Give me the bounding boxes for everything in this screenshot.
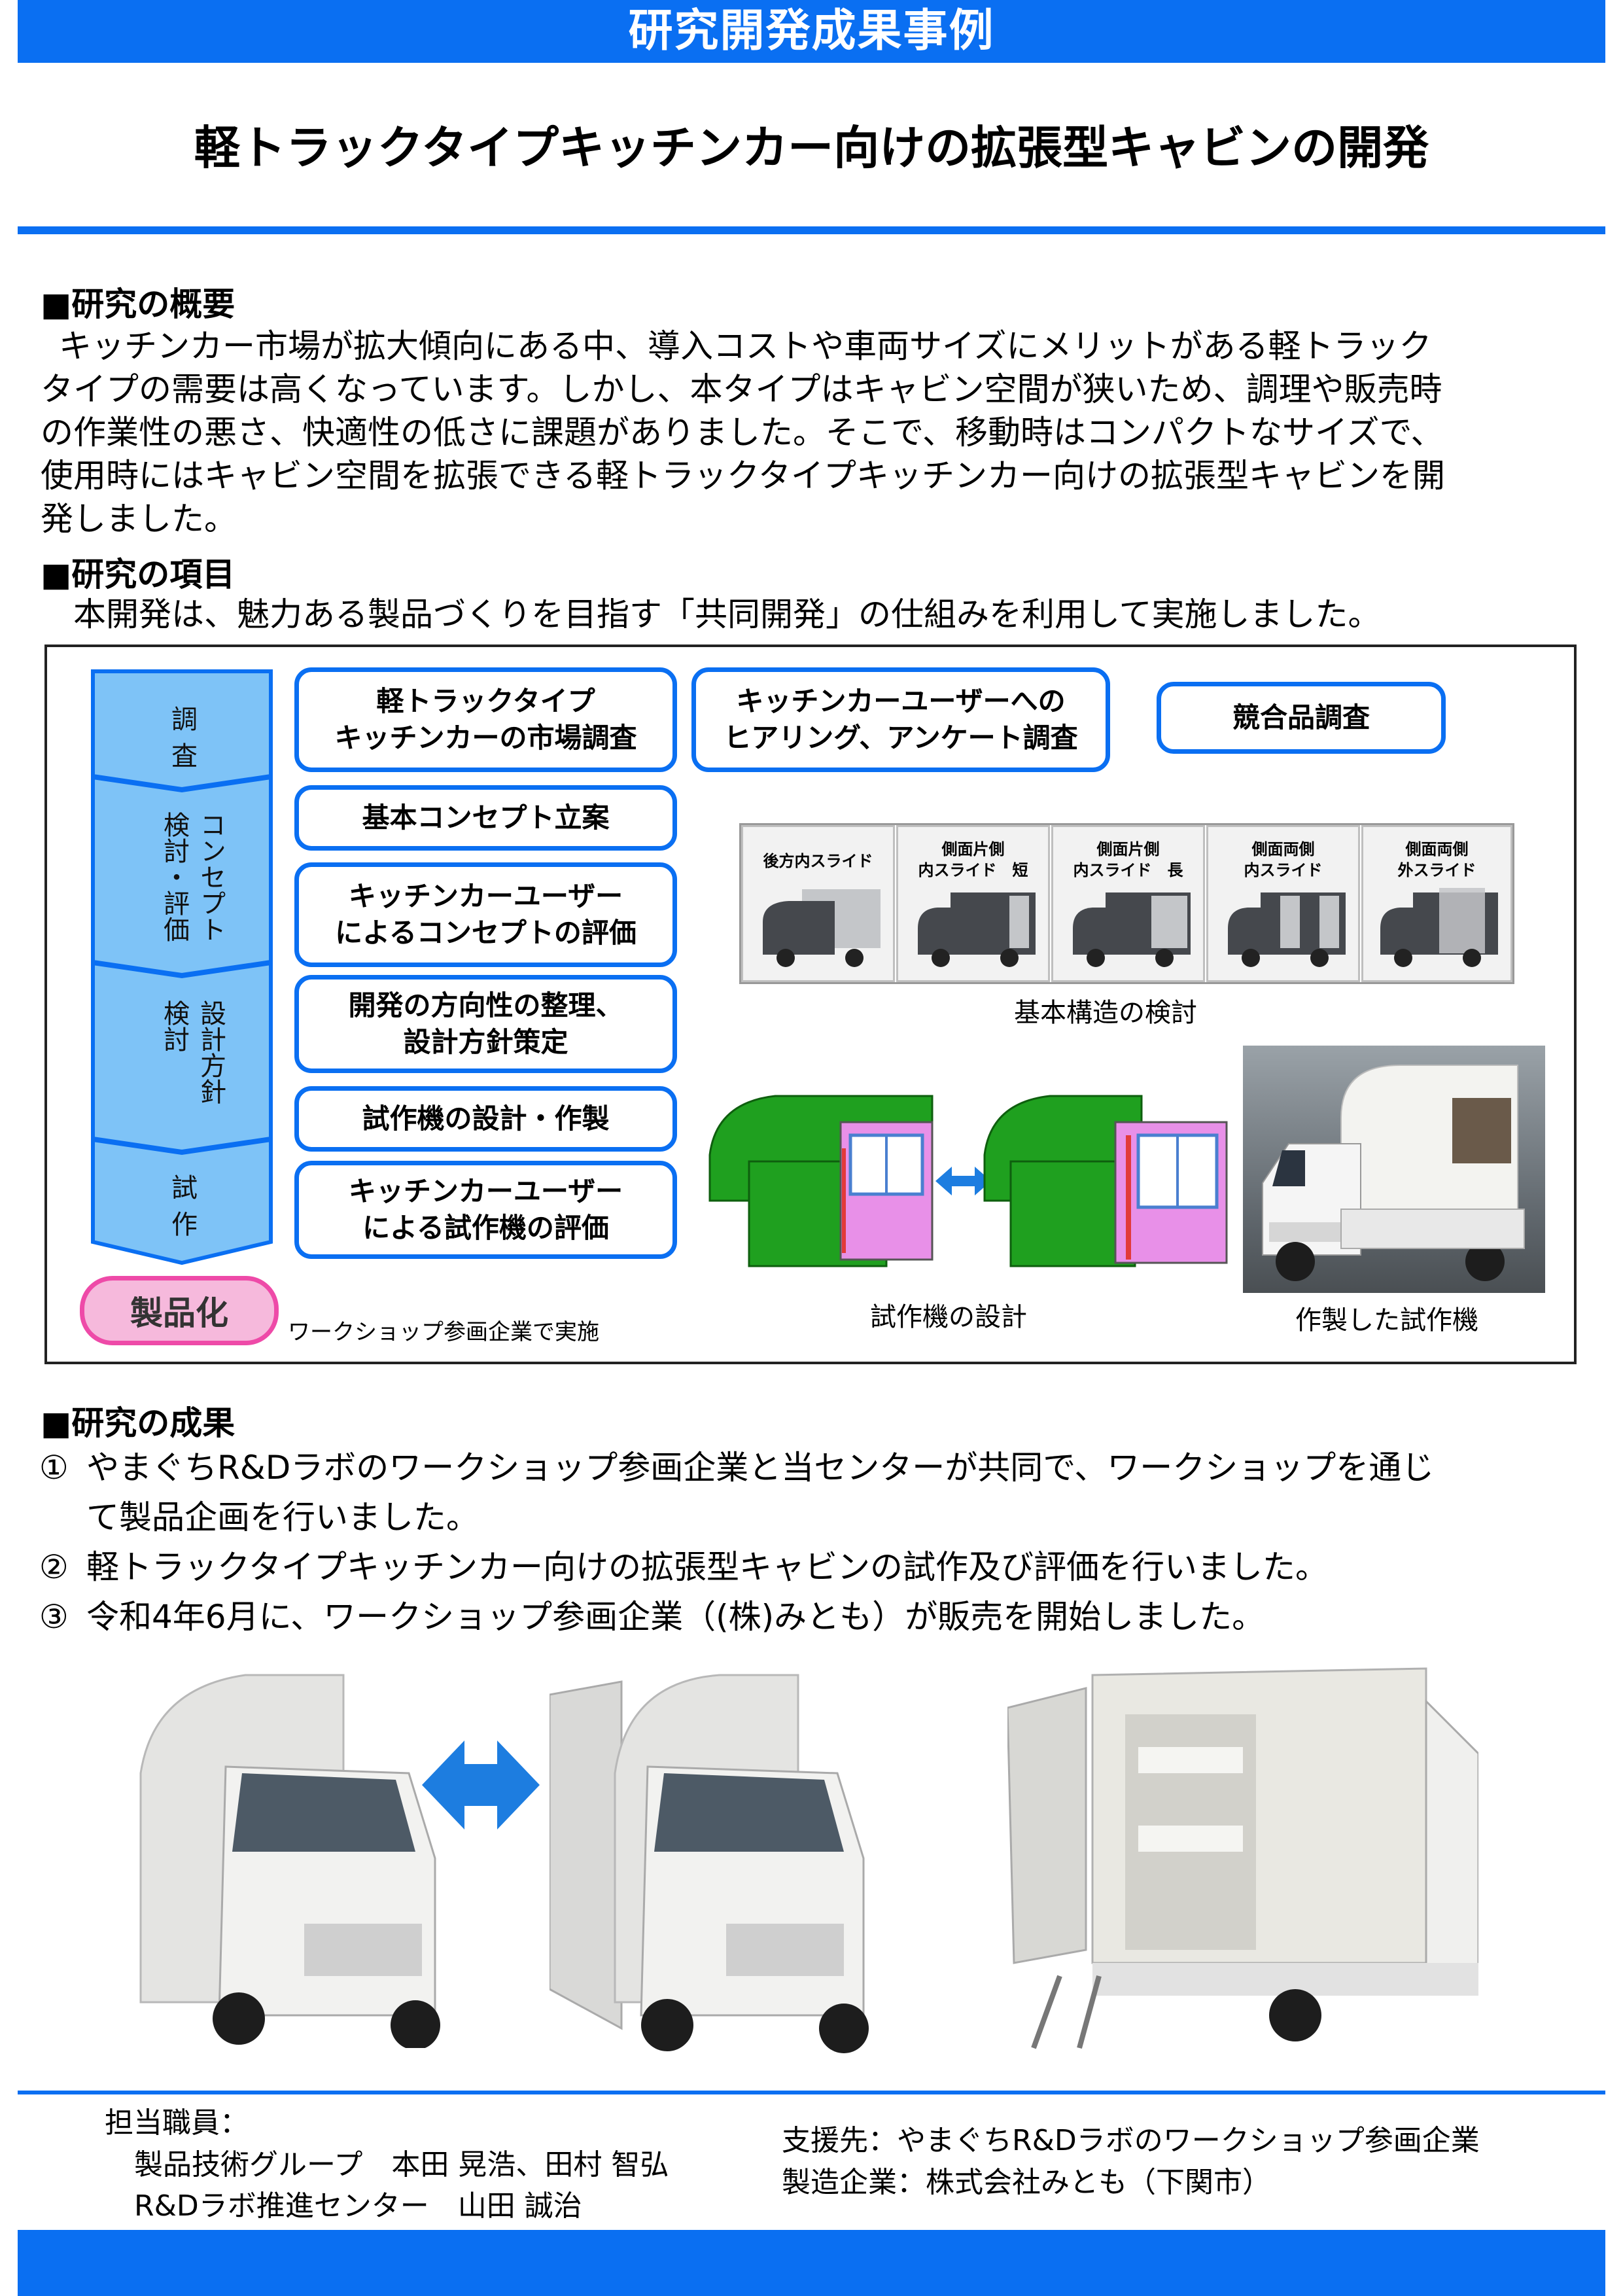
structure-cell-label: 側面両側 内スライド <box>1244 840 1323 879</box>
structure-cell: 側面片側 内スライド 長 <box>1051 825 1205 982</box>
page-title: 軽トラックタイプキッチンカー向けの拡張型キャビンの開発 <box>194 121 1429 175</box>
truck-render-icon <box>763 889 881 967</box>
structure-cell: 側面両側 内スライド <box>1206 825 1360 982</box>
result-line: 軽トラックタイプキッチンカー向けの拡張型キャビンの試作及び評価を行いました。 <box>86 1548 1328 1586</box>
stage-design-label: 設計方針 検討 <box>137 1000 229 1137</box>
stage-survey-text: 調 査 <box>171 705 198 771</box>
box-competitor: 競合品調査 <box>1157 682 1446 754</box>
truck-render-icon <box>1380 888 1498 967</box>
box-concept: 基本コンセプト立案 <box>294 785 677 851</box>
cabin-design-render-2 <box>983 1095 1228 1267</box>
box-direction: 開発の方向性の整理、 設計方針策定 <box>294 975 677 1073</box>
stage-concept-label: コンセプト 検討・評価 <box>137 811 229 981</box>
process-diagram <box>44 645 1577 1364</box>
stage-prototype-text: 試 作 <box>171 1173 198 1240</box>
result-num: ② <box>39 1548 69 1586</box>
box-hearing: キッチンカーユーザーへの ヒアリング、アンケート調査 <box>691 667 1110 772</box>
box-concept-eval: キッチンカーユーザー によるコンセプトの評価 <box>294 862 677 967</box>
result-item-3: ③ 令和4年6月に、ワークショップ参画企業（(株)みとも）が販売を開始しました。 <box>39 1592 1609 1642</box>
prototype-photo <box>1243 1046 1545 1293</box>
stage-prototype-label: 試 作 <box>165 1170 204 1243</box>
overview-line: 発しました。 <box>41 500 237 538</box>
structure-cell-label: 側面片側 内スライド 長 <box>1073 840 1183 879</box>
overview-line: の作業性の悪さ、快適性の低さに課題がありました。そこで、移動時はコンパクトなサイ… <box>41 414 1444 451</box>
kitchen-truck-rear-icon <box>1006 1667 1480 2049</box>
overview-heading: ■研究の概要 <box>41 285 236 323</box>
box-prototype-eval: キッチンカーユーザー による試作機の評価 <box>294 1161 677 1259</box>
design-caption: 試作機の設計 <box>870 1302 1027 1332</box>
structure-caption: 基本構造の検討 <box>1014 998 1197 1028</box>
box-prototype-design: 試作機の設計・作製 <box>294 1086 677 1152</box>
results-heading: ■研究の成果 <box>41 1404 236 1442</box>
structure-cell: 後方内スライド <box>741 825 895 982</box>
stage-concept-text: コンセプト 検討・評価 <box>159 811 226 942</box>
result-num: ③ <box>39 1598 69 1636</box>
result-item-2: ② 軽トラックタイプキッチンカー向けの拡張型キャビンの試作及び評価を行いました。 <box>39 1542 1609 1592</box>
structure-cell-label: 後方内スライド <box>763 852 873 870</box>
product-photo-compact <box>128 1662 448 2050</box>
stage-shape-prototype <box>91 1137 273 1265</box>
support-info: 支援先：やまぐちR&Dラボのワークショップ参画企業 <box>782 2124 1480 2157</box>
overview-text: キッチンカー市場が拡大傾向にある中、導入コストや車両サイズにメリットがある軽トラ… <box>41 325 1597 540</box>
truck-render-icon <box>1228 892 1346 967</box>
product-photo-rear <box>1006 1662 1480 2055</box>
structure-cell-label: 側面両側 外スライド <box>1397 840 1476 879</box>
stage-design-text: 設計方針 検討 <box>159 1000 226 1104</box>
left-right-arrow-icon <box>422 1740 540 1829</box>
productization-note: ワークショップ参画企業で実施 <box>288 1319 599 1345</box>
structure-cell: 側面両側 外スライド <box>1361 825 1512 982</box>
overview-line: 使用時にはキャビン空間を拡張できる軽トラックタイプキッチンカー向けの拡張型キャビ… <box>41 457 1445 495</box>
footer-rule <box>18 2091 1605 2094</box>
maker-info: 製造企業：株式会社みとも（下関市） <box>782 2166 1271 2199</box>
overview-line: キッチンカー市場が拡大傾向にある中、導入コストや車両サイズにメリットがある軽トラ… <box>59 327 1432 365</box>
result-line: やまぐちR&Dラボのワークショップ参画企業と当センターが共同で、ワークショップを… <box>86 1449 1435 1487</box>
title-rule <box>18 226 1605 234</box>
result-line: て製品企画を行いました。 <box>86 1498 479 1536</box>
kitchen-truck-compact-icon <box>139 1674 440 2050</box>
items-text: 本開発は、魅力ある製品づくりを目指す「共同開発」の仕組みを利用して実施しました。 <box>73 595 1381 633</box>
prototype-caption: 作製した試作機 <box>1295 1305 1478 1335</box>
product-photo-expanded <box>548 1662 890 2055</box>
truck-render-icon <box>918 892 1036 967</box>
header-banner: 研究開発成果事例 <box>18 0 1605 63</box>
footer-bar <box>18 2230 1605 2296</box>
stage-survey-label: 調 査 <box>165 701 204 775</box>
structure-cell: 側面片側 内スライド 短 <box>896 825 1050 982</box>
stage-chevrons <box>91 669 273 1265</box>
results-list: ① やまぐちR&Dラボのワークショップ参画企業と当センターが共同で、ワークショッ… <box>39 1443 1609 1642</box>
overview-line: タイプの需要は高くなっています。しかし、本タイプはキャビン空間が狭いため、調理や… <box>41 370 1442 408</box>
structure-cell-label: 側面片側 内スライド 短 <box>918 840 1028 879</box>
kitchen-truck-expanded-icon <box>548 1674 869 2053</box>
staff-1: 製品技術グループ 本田 晃浩、田村 智弘 <box>134 2148 669 2181</box>
staff-2: R&Dラボ推進センター 山田 誠治 <box>134 2189 582 2223</box>
left-right-arrow-icon <box>935 1167 991 1195</box>
productization-badge: 製品化 <box>80 1276 279 1345</box>
staff-label: 担当職員： <box>105 2106 249 2140</box>
kitchen-truck-photo-icon <box>1262 1065 1525 1281</box>
result-line: 令和4年6月に、ワークショップ参画企業（(株)みとも）が販売を開始しました。 <box>86 1598 1265 1636</box>
box-market-research: 軽トラックタイプ キッチンカーの市場調査 <box>294 667 677 772</box>
cabin-design-render-1 <box>708 1095 934 1267</box>
result-num: ① <box>39 1449 69 1487</box>
truck-render-icon <box>1073 892 1191 967</box>
result-item-1: ① やまぐちR&Dラボのワークショップ参画企業と当センターが共同で、ワークショッ… <box>39 1443 1609 1542</box>
items-heading: ■研究の項目 <box>41 556 236 593</box>
